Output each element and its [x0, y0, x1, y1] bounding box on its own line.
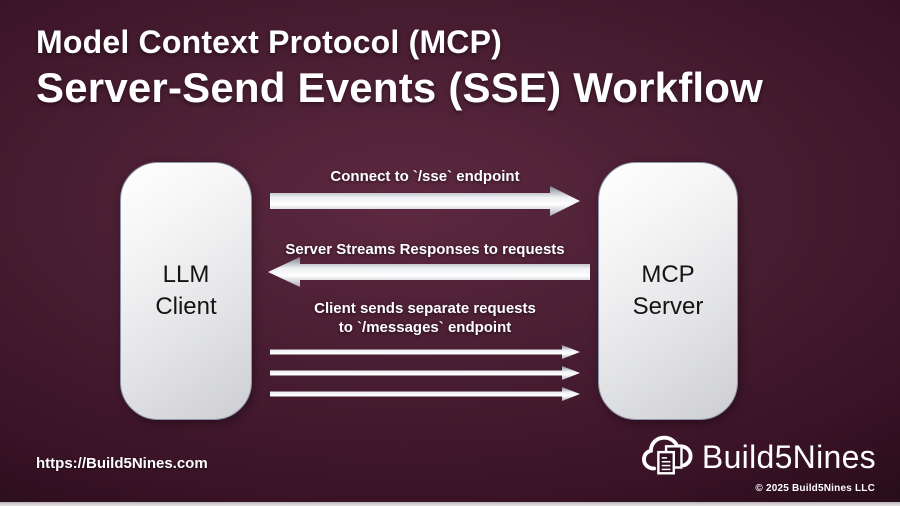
footer-url: https://Build5Nines.com: [36, 455, 208, 472]
llm-client-label-line2: Client: [155, 293, 217, 320]
build5nines-logo: Build5Nines: [641, 430, 876, 485]
brand-text: Build5Nines: [701, 439, 876, 475]
mcp-server-node: MCP Server: [598, 162, 738, 420]
llm-client-label-line1: LLM: [162, 261, 210, 289]
copyright-text: © 2025 Build5Nines LLC: [755, 483, 875, 494]
llm-client-label: LLM Client: [155, 259, 216, 322]
page-title: Model Context Protocol (MCP) Server-Send…: [36, 24, 763, 112]
request-arrow-icon: [270, 366, 580, 380]
mcp-server-label-line1: MCP: [641, 261, 695, 289]
requests-flow-label-line2: to `/messages` endpoint: [338, 319, 512, 336]
mcp-server-label: MCP Server: [633, 259, 704, 322]
mcp-server-label-line2: Server: [632, 293, 704, 320]
left-arrow-icon: [268, 257, 590, 287]
llm-client-node: LLM Client: [120, 162, 252, 420]
cloud-documents-icon: [641, 430, 695, 485]
request-arrow-icon: [270, 387, 580, 401]
stream-flow-label: Server Streams Responses to requests: [285, 241, 565, 258]
requests-flow-label: Client sends separate requests to `/mess…: [270, 299, 580, 337]
title-line-2: Server-Send Events (SSE) Workflow: [36, 64, 764, 111]
right-arrow-icon: [270, 186, 580, 216]
request-arrow-icon: [270, 345, 580, 359]
requests-flow-label-line1: Client sends separate requests: [314, 300, 536, 317]
connect-flow-label: Connect to `/sse` endpoint: [330, 168, 520, 185]
bottom-edge-strip: [0, 502, 900, 506]
title-line-1: Model Context Protocol (MCP): [36, 24, 503, 60]
request-arrows: [270, 345, 580, 401]
